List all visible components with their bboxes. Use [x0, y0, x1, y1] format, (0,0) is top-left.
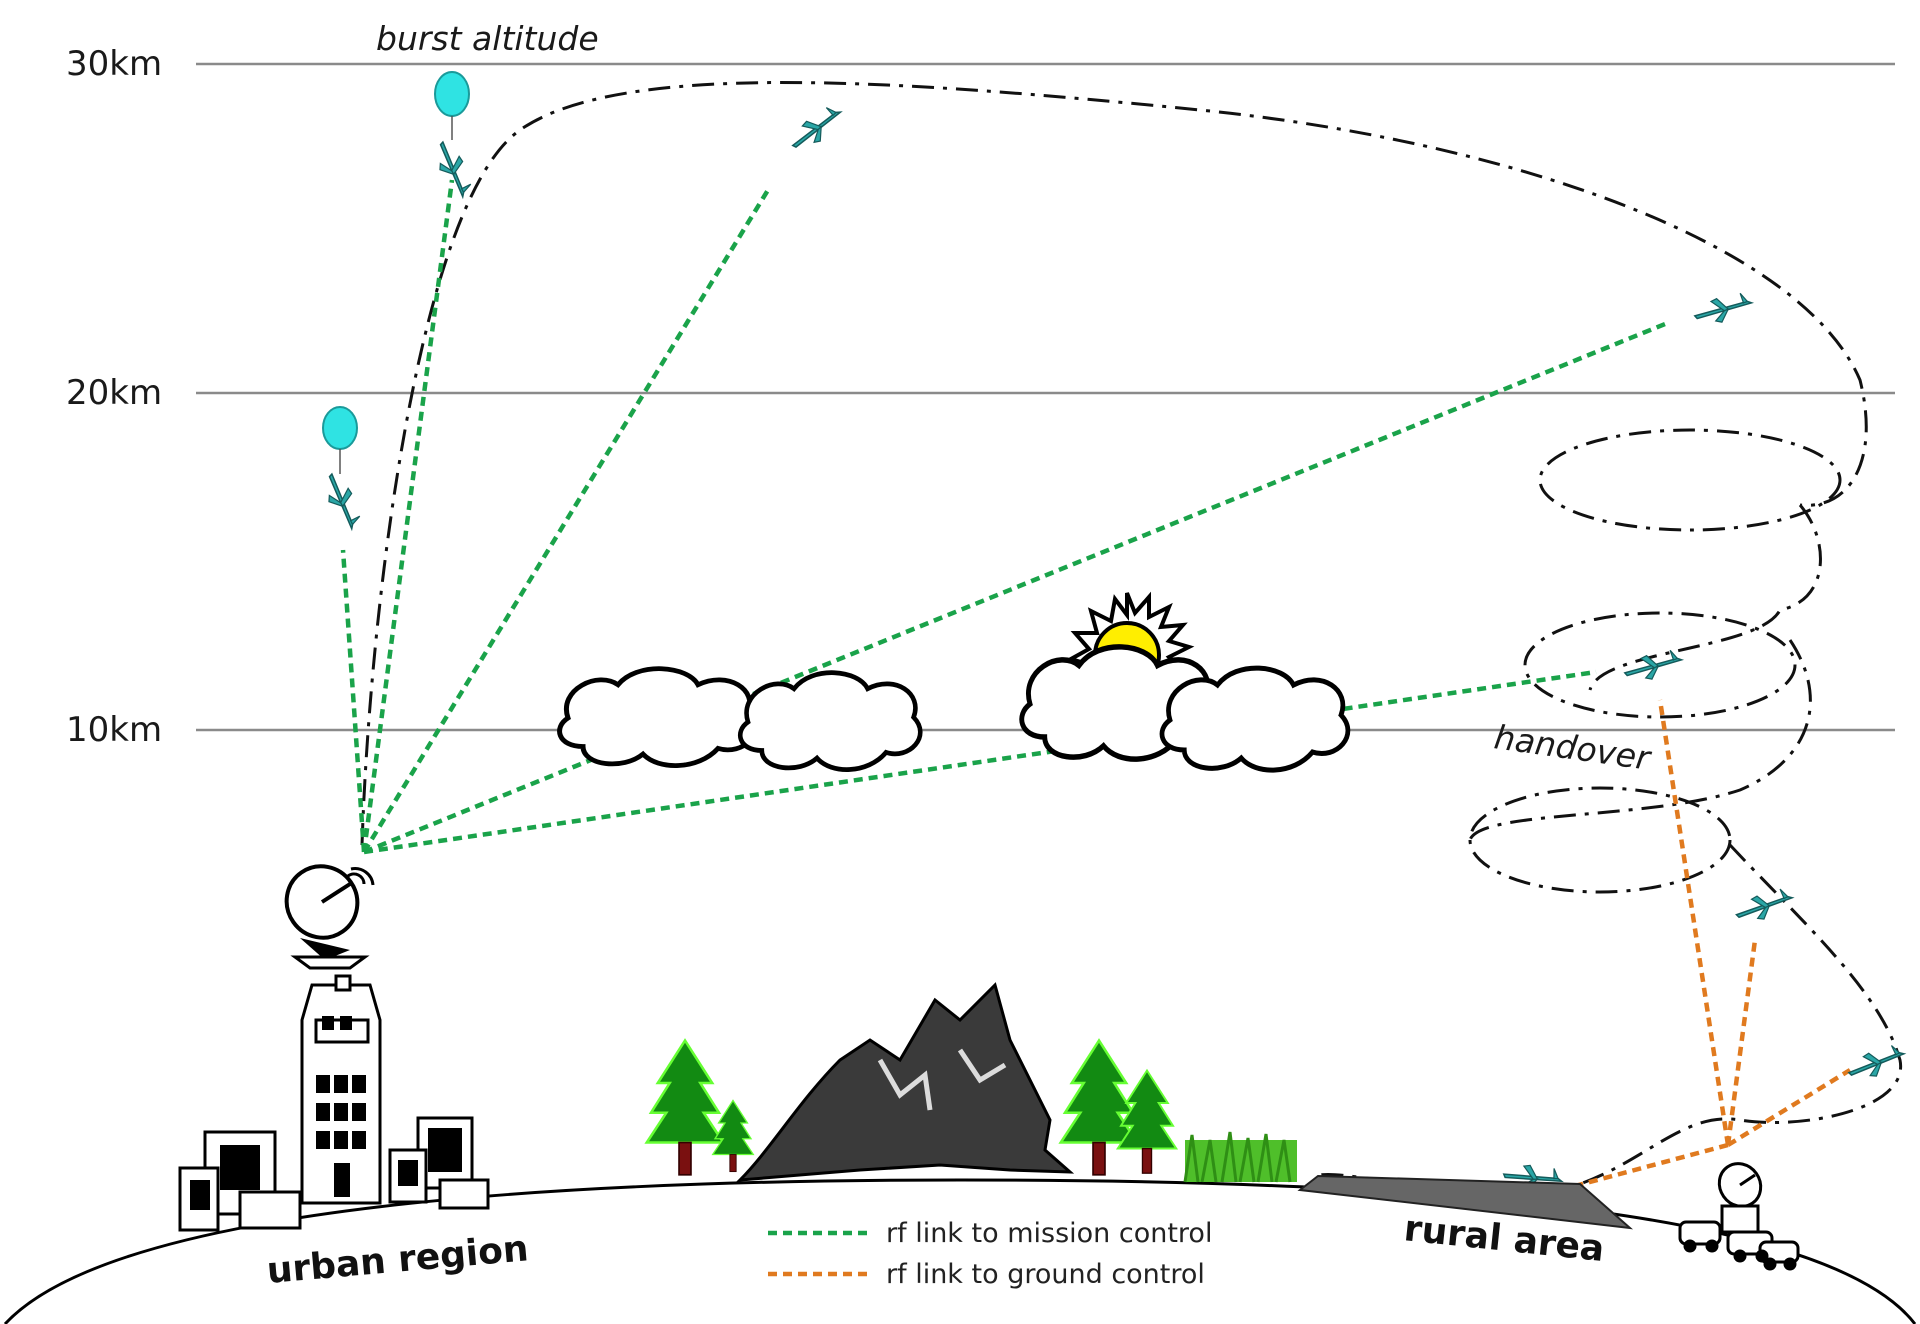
vehicle-icons [1678, 1220, 1800, 1271]
mountain-icon [736, 982, 1075, 1182]
legend-label-mission: rf link to mission control [886, 1218, 1212, 1249]
glider-icon-7 [1844, 1042, 1909, 1084]
burst-altitude-label: burst altitude [376, 19, 599, 58]
cloud-icon-4 [1162, 668, 1348, 770]
glider-icon-5 [1621, 648, 1685, 684]
glider-icon-6 [1732, 886, 1797, 926]
building-windows [190, 1016, 462, 1210]
tree-icon-4 [1116, 1069, 1178, 1175]
mission-control-dish-icon [284, 864, 375, 970]
glider-icon-4 [1691, 291, 1755, 327]
grass-icon [1183, 1131, 1297, 1183]
tree-icon-1 [645, 1039, 725, 1177]
glider-icon-3 [784, 101, 849, 155]
ground-control-dish-icon [1717, 1162, 1763, 1234]
cloud-icon-1 [560, 669, 756, 766]
tree-icon-3 [1059, 1039, 1139, 1177]
legend: rf link to mission control rf link to gr… [768, 1218, 1212, 1290]
balloon-icon-1 [434, 71, 470, 140]
handover-label: handover [1492, 717, 1655, 778]
glider-icon-balloon-2 [321, 469, 364, 534]
ground-control-links [1559, 699, 1852, 1193]
altitude-label-20km: 20km [66, 373, 162, 413]
legend-label-ground: rf link to ground control [886, 1259, 1205, 1290]
urban-region-label: urban region [265, 1228, 530, 1292]
cloud-icon-2 [740, 673, 920, 770]
runway-icon [1297, 1174, 1634, 1230]
mission-control-links [340, 179, 1671, 855]
glider-icon-balloon-1 [432, 137, 475, 202]
altitude-label-10km: 10km [66, 710, 162, 750]
urban-buildings [178, 974, 490, 1232]
balloon-icon-2 [322, 406, 358, 474]
mountain-highlight [877, 1048, 1007, 1111]
altitude-label-30km: 30km [66, 44, 162, 84]
